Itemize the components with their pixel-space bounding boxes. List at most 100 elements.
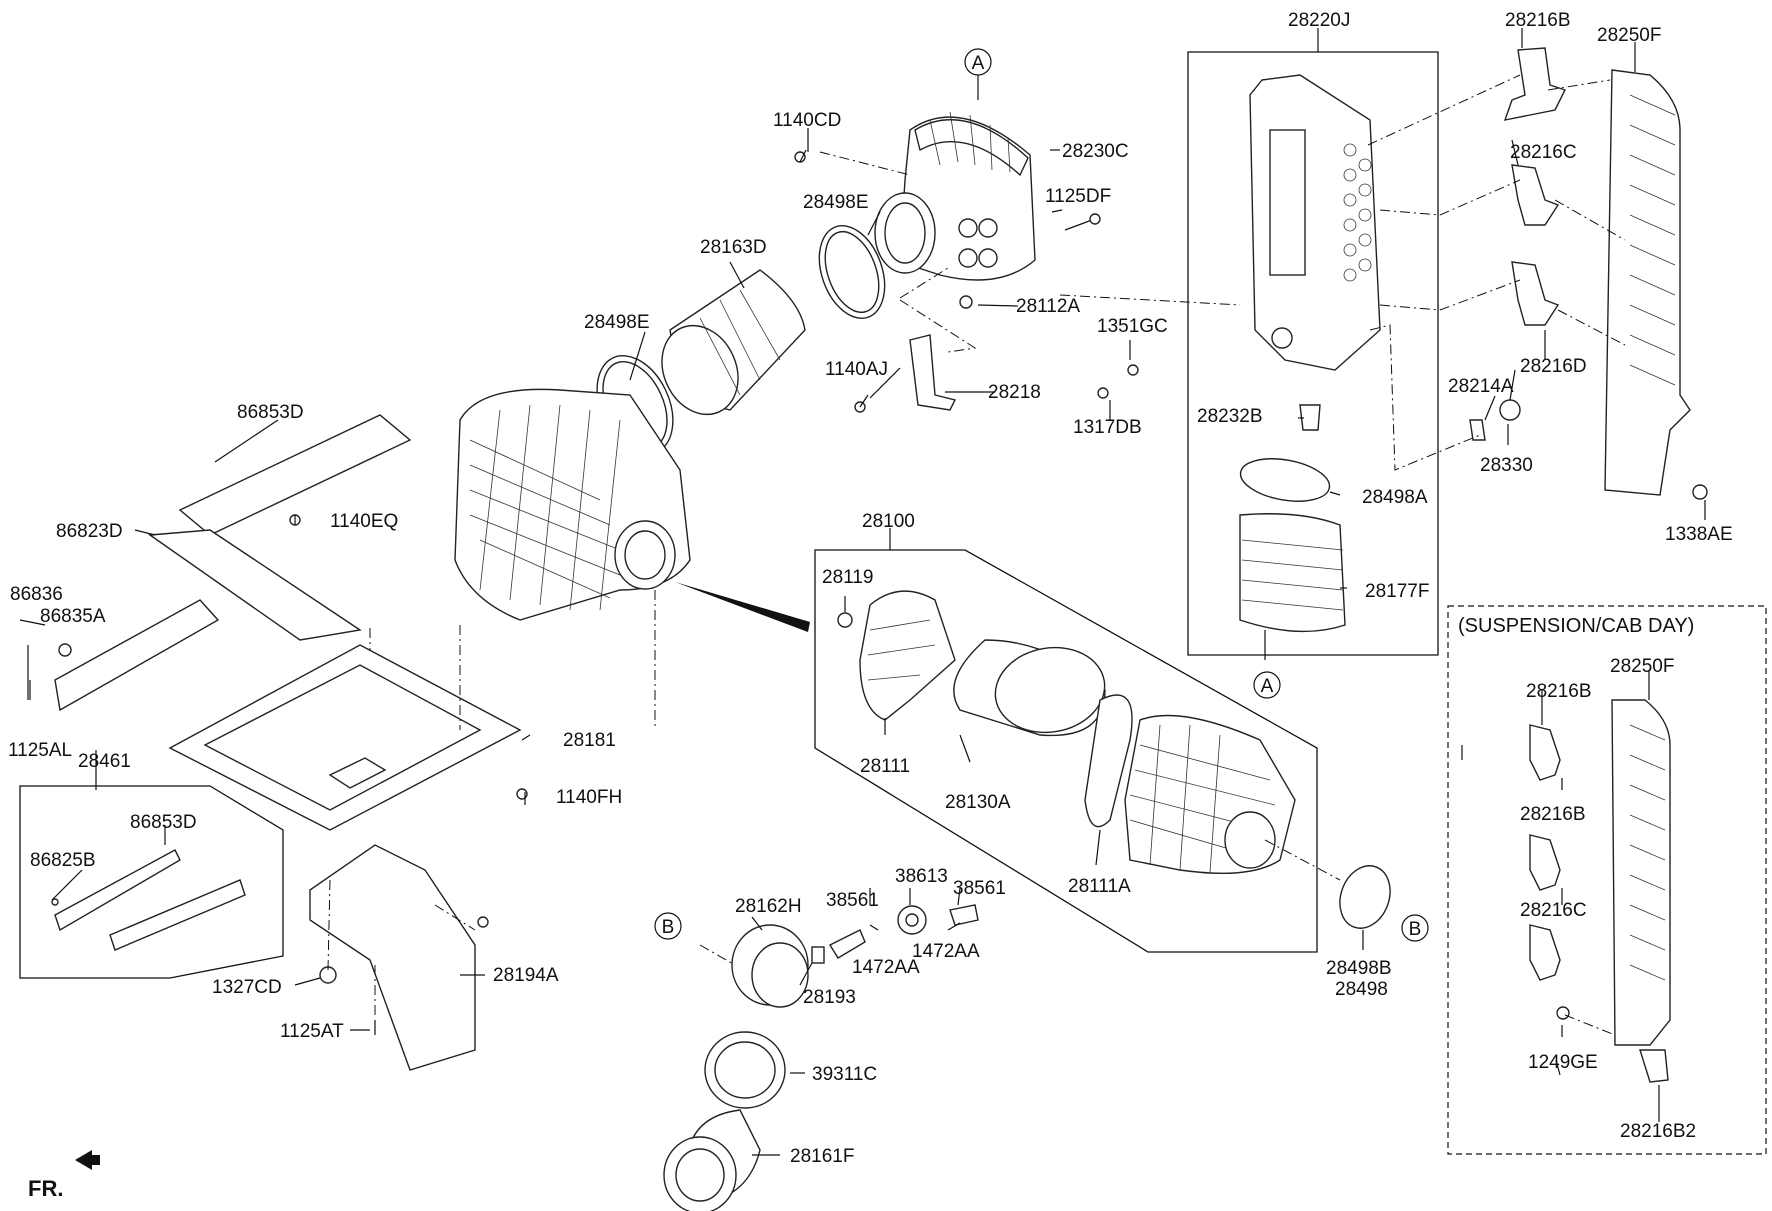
- filter-element-28130a: [953, 639, 1106, 737]
- svg-text:B: B: [1409, 919, 1422, 940]
- label-86853d-top: 86853D: [237, 402, 304, 423]
- label-28498e-b: 28498E: [584, 312, 650, 333]
- label-38561-b: 38561: [953, 878, 1006, 899]
- grommet-28330: [1499, 399, 1521, 421]
- bracket-28218: [909, 334, 957, 411]
- label-1338ae: 1338AE: [1665, 524, 1733, 545]
- label-28220j: 28220J: [1288, 10, 1350, 31]
- label-28216b-top: 28216B: [1505, 10, 1571, 31]
- bracket-28216c-top: [1511, 164, 1560, 226]
- label-28498b: 28498B: [1326, 958, 1392, 979]
- bolt-icon: [289, 149, 1139, 526]
- label-28214a: 28214A: [1448, 376, 1514, 397]
- clip-28193: [811, 946, 825, 964]
- label-28498e-a: 28498E: [803, 192, 869, 213]
- snorkel-28250f-sub: [1611, 699, 1671, 1046]
- box-28461-group: [19, 785, 284, 979]
- grommet-28232b: [1299, 404, 1321, 431]
- bolt-icon: [19, 619, 528, 1035]
- hose-28161f: [663, 1109, 761, 1211]
- label-28100: 28100: [862, 511, 915, 532]
- label-28216b2: 28216B2: [1620, 1121, 1696, 1142]
- box-28220j-group: [1187, 51, 1439, 656]
- label-28232b: 28232B: [1197, 406, 1263, 427]
- label-28162h: 28162H: [735, 896, 802, 917]
- air-cleaner-body: [454, 388, 691, 621]
- label-28193: 28193: [803, 987, 856, 1008]
- label-28498a: 28498A: [1362, 487, 1428, 508]
- intake-hose-28163d: [661, 269, 806, 416]
- label-28181: 28181: [563, 730, 616, 751]
- label-86835a: 86835A: [40, 606, 106, 627]
- label-28130a: 28130A: [945, 792, 1011, 813]
- label-1125at: 1125AT: [280, 1021, 344, 1042]
- label-1327cd: 1327CD: [212, 977, 282, 998]
- label-28250f-top: 28250F: [1597, 25, 1661, 46]
- front-label: FR.: [28, 1176, 63, 1201]
- label-1140cd: 1140CD: [773, 110, 841, 131]
- plate-86823d: [148, 529, 362, 641]
- dash-lines: [327, 74, 1626, 1036]
- housing-28111: [859, 590, 956, 721]
- label-1472aa-a: 1472AA: [852, 957, 920, 978]
- label-1317db: 1317DB: [1073, 417, 1142, 438]
- label-28177f: 28177F: [1365, 581, 1429, 602]
- label-28218: 28218: [988, 382, 1041, 403]
- label-1351gc: 1351GC: [1097, 316, 1168, 337]
- air-intake-hood-part: [874, 111, 1036, 281]
- suspension-title: (SUSPENSION/CAB DAY): [1458, 615, 1694, 637]
- label-28216c-sub: 28216C: [1520, 900, 1587, 921]
- label-28111: 28111: [860, 756, 910, 777]
- box-suspension-cab-day: [1447, 605, 1767, 1155]
- label-28330: 28330: [1480, 455, 1533, 476]
- label-38613: 38613: [895, 866, 948, 887]
- front-arrow-icon: [75, 1150, 100, 1170]
- actuator-38613: [897, 905, 927, 935]
- label-28194a: 28194A: [493, 965, 559, 986]
- label-28250f-sub: 28250F: [1610, 656, 1674, 677]
- label-86823d: 86823D: [56, 521, 123, 542]
- label-28216b-sub1: 28216B: [1526, 681, 1592, 702]
- bracket-28216b2: [1639, 1049, 1669, 1083]
- marker-b-left: B: [654, 912, 682, 940]
- label-28216d: 28216D: [1520, 356, 1587, 377]
- label-28111a: 28111A: [1068, 876, 1131, 897]
- seal-28111a: [1084, 694, 1133, 828]
- label-1140eq: 1140EQ: [330, 511, 398, 532]
- label-86853d-box: 86853D: [130, 812, 197, 833]
- bolt-1249ge: [1556, 1006, 1570, 1020]
- pointer-wedge: [675, 582, 810, 632]
- label-1249ge: 1249GE: [1528, 1052, 1598, 1073]
- tray-28181: [168, 644, 522, 831]
- label-28461: 28461: [78, 751, 131, 772]
- hose-38561-a: [829, 929, 866, 959]
- svg-text:A: A: [1261, 676, 1274, 697]
- label-1125al: 1125AL: [8, 740, 72, 761]
- seal-28498a: [1239, 458, 1331, 502]
- label-39311c: 39311C: [812, 1064, 877, 1085]
- clip-28214a: [1469, 419, 1486, 441]
- plate-86853d: [178, 414, 412, 536]
- intake-duct-28220j: [1249, 74, 1381, 371]
- label-1125df: 1125DF: [1045, 186, 1111, 207]
- snorkel-28250f-top: [1604, 69, 1691, 496]
- bracket-28216b-sub1: [1529, 724, 1561, 781]
- marker-b-right: B: [1401, 914, 1429, 942]
- label-28119: 28119: [822, 567, 873, 588]
- label-1472aa-b: 1472AA: [912, 941, 980, 962]
- label-28112a: 28112A: [1016, 296, 1080, 317]
- ring-39311c: [704, 1031, 786, 1109]
- box-28100-assembly: [814, 549, 1318, 953]
- bracket-28216b-top: [1503, 47, 1566, 121]
- label-28216b-sub2: 28216B: [1520, 804, 1586, 825]
- sensor-28162h: [731, 924, 809, 1008]
- nut-1338ae: [1692, 484, 1708, 500]
- label-28216c-top: 28216C: [1510, 142, 1577, 163]
- label-86836: 86836: [10, 584, 63, 605]
- shield-86835a: [54, 599, 220, 712]
- bracket-28194a: [309, 844, 476, 1071]
- marker-a-top: A: [964, 48, 992, 100]
- svg-text:A: A: [972, 53, 985, 74]
- bracket-28216c-sub: [1529, 924, 1561, 981]
